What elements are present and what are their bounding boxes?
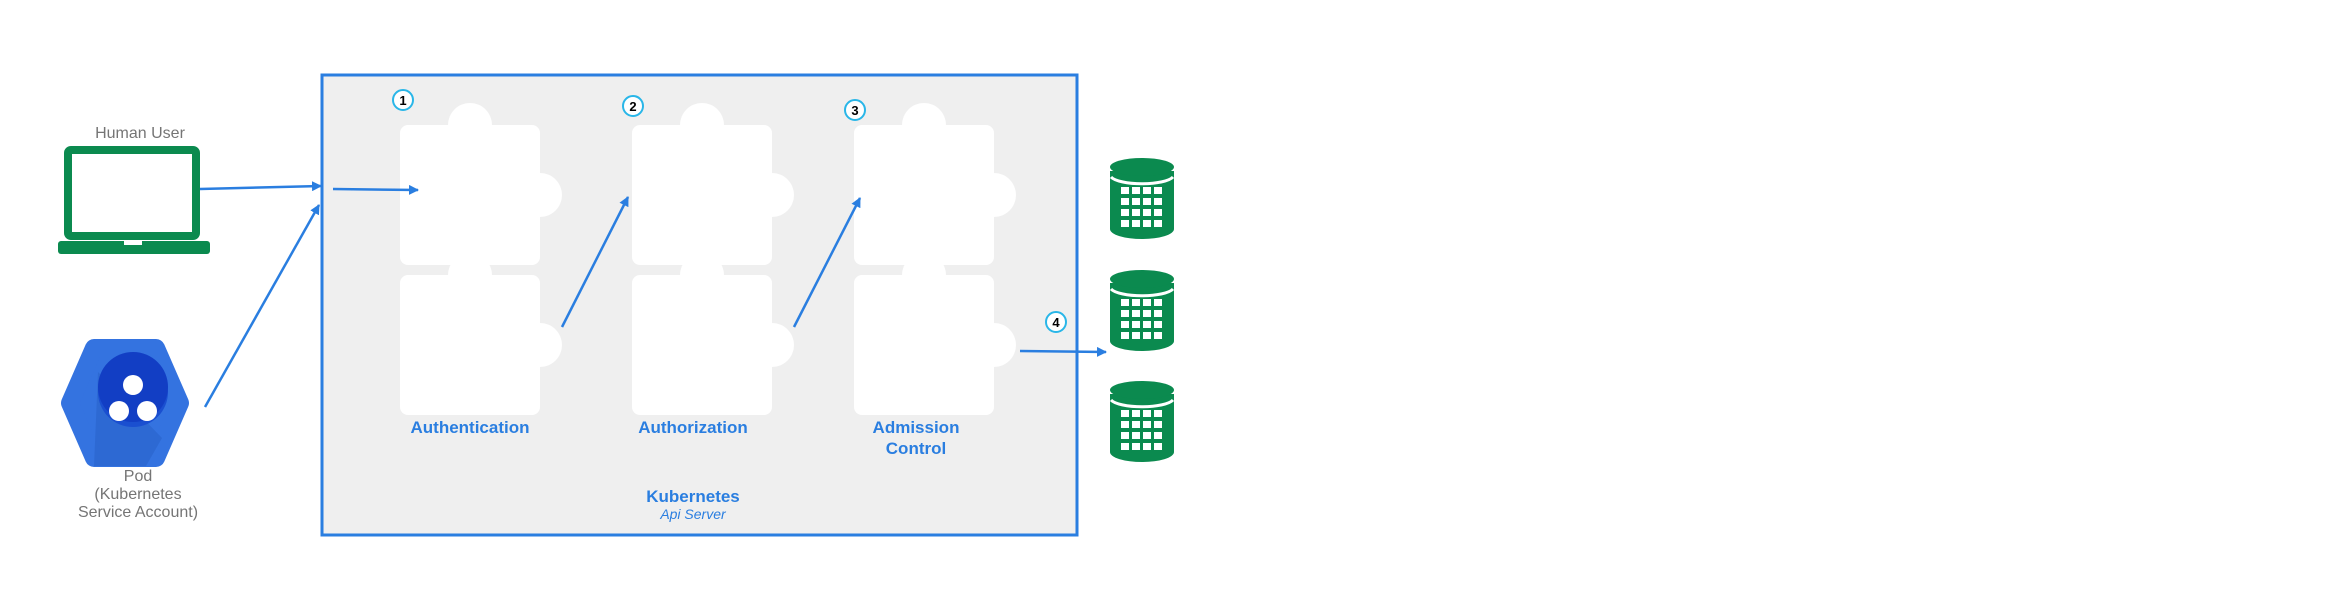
- pod-hexagon-icon: [61, 339, 189, 467]
- svg-text:4: 4: [1052, 315, 1060, 330]
- svg-text:3: 3: [851, 103, 858, 118]
- arrow-authorization-to-admission: [792, 197, 862, 328]
- pod-label-line-1: Pod: [123, 468, 153, 485]
- arrow-admission-to-storage: [1019, 346, 1107, 357]
- arrow-human-to-api: [199, 181, 322, 192]
- api-server-title: Kubernetes: [646, 487, 740, 506]
- pod-label-line-2: (Kubernetes: [94, 486, 182, 503]
- stage-label-admission-line-2: Control: [885, 439, 947, 458]
- step-badge-1: 1: [392, 89, 414, 111]
- stage-label-admission-control: Admission Control: [836, 417, 996, 459]
- stage-label-authentication: Authentication: [410, 418, 530, 437]
- step-badge-3: 3: [844, 99, 866, 121]
- step-badge-2: 2: [622, 95, 644, 117]
- database-icon-2: [1108, 268, 1176, 353]
- stage-label-admission-line-1: Admission: [872, 418, 960, 437]
- arrow-pod-to-api: [203, 204, 321, 408]
- database-icon-1: [1108, 156, 1176, 241]
- arrow-into-authentication: [332, 184, 419, 195]
- step-badge-4: 4: [1045, 311, 1067, 333]
- laptop-icon: [58, 146, 210, 254]
- svg-text:2: 2: [629, 99, 636, 114]
- arrow-authentication-to-authorization: [560, 196, 630, 328]
- pod-label: Pod (Kubernetes Service Account): [58, 468, 218, 522]
- api-server-subtitle: Api Server: [660, 506, 726, 522]
- pod-label-line-3: Service Account): [77, 504, 199, 521]
- human-user-label: Human User: [95, 125, 185, 142]
- stage-label-authorization: Authorization: [638, 418, 748, 437]
- database-icon-3: [1108, 379, 1176, 464]
- svg-text:1: 1: [399, 93, 406, 108]
